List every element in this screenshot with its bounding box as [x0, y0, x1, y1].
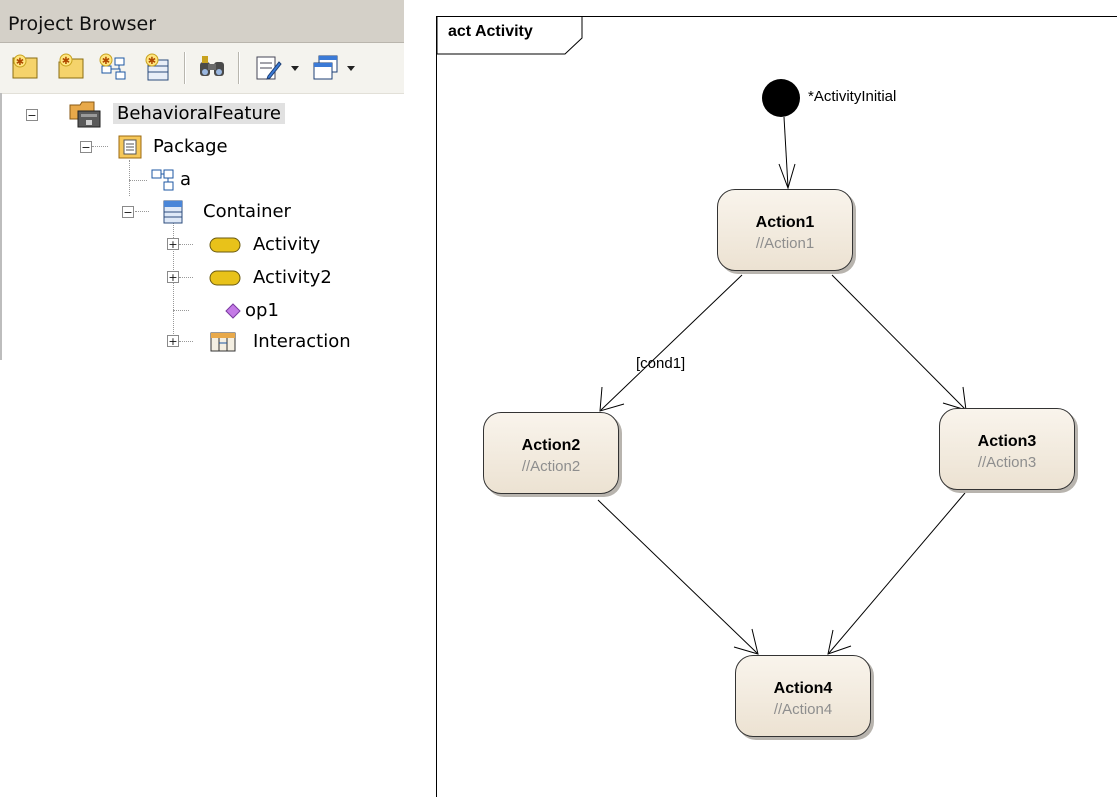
action-stereotype: //Action4	[773, 701, 833, 718]
tree-item-diagram-a[interactable]: a	[0, 165, 404, 195]
flow-action1-action3	[831, 274, 966, 410]
activity-icon	[209, 270, 241, 286]
flow-initial-action1	[783, 116, 789, 188]
collapse-toggle[interactable]: −	[80, 141, 92, 154]
tree-item-activity[interactable]: + Activity	[0, 230, 404, 260]
project-browser-toolbar: ✱ ✱ ✱ ✱	[0, 43, 404, 94]
properties-icon[interactable]	[252, 52, 284, 84]
tree-label: op1	[245, 300, 279, 321]
tree-connector	[135, 211, 149, 212]
tree-connector	[173, 310, 189, 311]
tree-label: Container	[203, 201, 291, 222]
project-browser-title: Project Browser	[8, 13, 157, 35]
action-stereotype: //Action3	[977, 454, 1037, 471]
tree-connector	[179, 277, 193, 278]
arrowhead	[827, 629, 852, 655]
arrowhead	[778, 163, 796, 190]
svg-text:✱: ✱	[62, 56, 70, 67]
svg-text:✱: ✱	[16, 57, 24, 68]
tree-label: Activity	[253, 234, 321, 255]
svg-text:✱: ✱	[148, 56, 156, 67]
action-stereotype: //Action2	[521, 458, 581, 475]
initial-node-label: *ActivityInitial	[808, 88, 897, 105]
tree-label: BehavioralFeature	[113, 103, 285, 124]
new-element-icon[interactable]: ✱	[142, 52, 174, 84]
expand-toggle[interactable]: +	[167, 335, 179, 348]
find-icon[interactable]	[196, 52, 228, 84]
new-package-icon[interactable]: ✱	[10, 52, 42, 84]
package-icon	[118, 135, 142, 159]
project-browser-titlebar: Project Browser	[0, 0, 404, 43]
action-name: Action4	[773, 680, 833, 697]
flow-action1-action2	[600, 274, 743, 411]
diagram-connectors	[436, 17, 967, 655]
collapse-toggle[interactable]: −	[122, 206, 134, 219]
action-node-action1[interactable]: Action1 //Action1	[717, 189, 853, 271]
operation-icon	[225, 303, 241, 319]
tree-connector	[129, 180, 147, 181]
tree-item-op1[interactable]: op1	[0, 296, 404, 326]
diagram-icon	[151, 169, 174, 191]
tree-connector	[92, 146, 108, 147]
toolbar-separator	[184, 52, 186, 84]
arrowhead	[733, 628, 759, 655]
tree-item-container[interactable]: − Container	[0, 197, 404, 227]
tree-label: Package	[153, 136, 228, 157]
interaction-icon	[210, 332, 236, 352]
model-root-icon	[69, 101, 101, 128]
new-diagram-icon[interactable]: ✱	[98, 52, 130, 84]
tree-item-behavioralfeature[interactable]: − BehavioralFeature	[0, 99, 404, 129]
flow-action3-action4	[828, 492, 966, 654]
action-node-action4[interactable]: Action4 //Action4	[735, 655, 871, 737]
action-name: Action2	[521, 437, 581, 454]
svg-text:✱: ✱	[102, 56, 110, 67]
action-name: Action1	[755, 214, 815, 231]
frame-label: act Activity	[448, 23, 533, 40]
toolbar-separator	[238, 52, 240, 84]
flow-action2-action4	[597, 499, 758, 654]
tree-item-package[interactable]: − Package	[0, 132, 404, 162]
guard-label[interactable]: [cond1]	[636, 355, 686, 372]
tree-item-interaction[interactable]: + Interaction	[0, 327, 404, 357]
frame-label-tab	[436, 17, 583, 55]
expand-toggle[interactable]: +	[167, 238, 179, 251]
chevron-down-icon[interactable]	[290, 63, 300, 73]
class-icon	[163, 200, 183, 224]
tree-item-activity2[interactable]: + Activity2	[0, 263, 404, 293]
tree-label: Activity2	[253, 267, 332, 288]
new-folder-icon[interactable]: ✱	[56, 52, 88, 84]
action-node-action3[interactable]: Action3 //Action3	[939, 408, 1075, 490]
collapse-toggle[interactable]: −	[26, 109, 38, 122]
view-icon[interactable]	[310, 52, 342, 84]
tree-label: Interaction	[253, 331, 351, 352]
chevron-down-icon[interactable]	[346, 63, 356, 73]
tree-label: a	[180, 169, 192, 190]
expand-toggle[interactable]: +	[167, 271, 179, 284]
activity-icon	[209, 237, 241, 253]
arrowhead	[599, 386, 625, 412]
action-node-action2[interactable]: Action2 //Action2	[483, 412, 619, 494]
tree-connector	[129, 160, 130, 196]
action-stereotype: //Action1	[755, 235, 815, 252]
action-name: Action3	[977, 433, 1037, 450]
tree-connector	[179, 341, 193, 342]
initial-node	[762, 79, 800, 117]
tree-connector	[179, 244, 193, 245]
panel-border	[0, 93, 2, 360]
project-browser-panel: Project Browser ✱ ✱ ✱	[0, 0, 404, 360]
